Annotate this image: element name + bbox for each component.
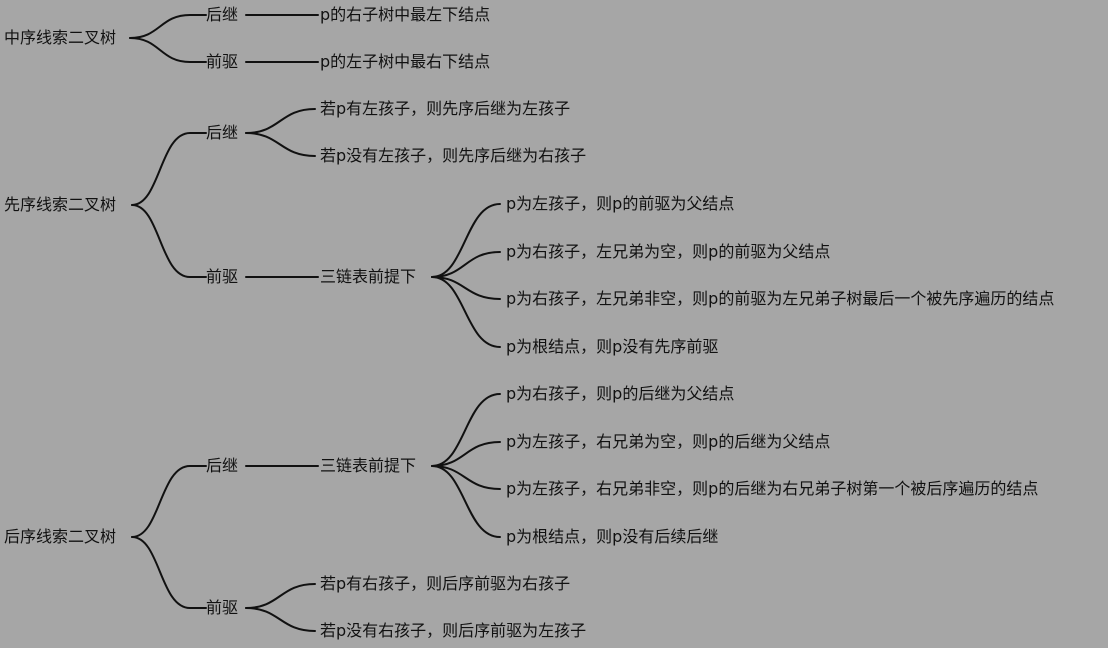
- preorder-pred-leaf-2: p为右孩子，左兄弟非空，则p的前驱为左兄弟子树最后一个被先序遍历的结点: [506, 289, 1055, 308]
- postorder-succ-node: 后继: [206, 456, 239, 475]
- preorder-succ-leaf-0: 若p有左孩子，则先序后继为左孩子: [320, 99, 571, 118]
- edge-preorder-mid-leaf-2: [431, 276, 501, 300]
- edge-preorder-succ: [131, 132, 207, 206]
- inorder-pred-leaf: p的左子树中最右下结点: [320, 52, 491, 71]
- edge-postorder-pred: [131, 536, 207, 609]
- edge-postorder-mid-leaf-0: [431, 393, 501, 467]
- preorder-pred-mid: 三链表前提下: [320, 267, 417, 286]
- postorder-succ-leaf-2: p为左孩子，右兄弟非空，则p的后继为右兄弟子树第一个被后序遍历的结点: [506, 479, 1039, 498]
- edge-postorder-pred-leaf-1: [245, 607, 316, 632]
- preorder-pred-leaf-1: p为右孩子，左兄弟为空，则p的前驱为父结点: [506, 242, 831, 261]
- inorder-succ-leaf: p的右子树中最左下结点: [320, 5, 491, 24]
- preorder-succ-leaf-1: 若p没有左孩子，则先序后继为右孩子: [320, 146, 587, 165]
- postorder-succ-leaf-1: p为左孩子，右兄弟为空，则p的后继为父结点: [506, 432, 831, 451]
- edge-preorder-mid-leaf-1: [431, 251, 501, 278]
- edge-postorder-mid-leaf-2: [431, 465, 501, 490]
- edge-preorder-succ-leaf-1: [245, 132, 316, 157]
- edge-preorder-pred: [131, 204, 207, 278]
- edge-inorder-succ: [129, 14, 207, 39]
- root-inorder: 中序线索二叉树: [4, 28, 117, 47]
- edge-preorder-mid-leaf-0: [431, 203, 501, 278]
- edge-postorder-succ: [131, 465, 207, 538]
- postorder-pred-node: 前驱: [206, 598, 239, 617]
- preorder-pred-leaf-0: p为左孩子，则p的前驱为父结点: [506, 194, 735, 213]
- edge-postorder-mid-leaf-1: [431, 441, 501, 467]
- edge-postorder-mid-leaf-3: [431, 465, 501, 538]
- postorder-succ-leaf-3: p为根结点，则p没有后续后继: [506, 527, 719, 546]
- postorder-pred-leaf-0: 若p有右孩子，则后序前驱为右孩子: [320, 574, 571, 593]
- postorder-succ-mid: 三链表前提下: [320, 456, 417, 475]
- root-preorder: 先序线索二叉树: [4, 195, 117, 214]
- root-postorder: 后序线索二叉树: [4, 527, 117, 546]
- inorder-pred-node: 前驱: [206, 52, 239, 71]
- postorder-succ-leaf-0: p为右孩子，则p的后继为父结点: [506, 384, 735, 403]
- edge-postorder-pred-leaf-0: [245, 583, 316, 609]
- preorder-pred-leaf-3: p为根结点，则p没有先序前驱: [506, 337, 719, 356]
- postorder-pred-leaf-1: 若p没有右孩子，则后序前驱为左孩子: [320, 621, 587, 640]
- edge-preorder-succ-leaf-0: [245, 108, 316, 134]
- edge-preorder-mid-leaf-3: [431, 276, 501, 348]
- preorder-pred-node: 前驱: [206, 267, 239, 286]
- inorder-succ-node: 后继: [206, 5, 239, 24]
- edge-inorder-pred: [129, 37, 207, 63]
- preorder-succ-node: 后继: [206, 123, 239, 142]
